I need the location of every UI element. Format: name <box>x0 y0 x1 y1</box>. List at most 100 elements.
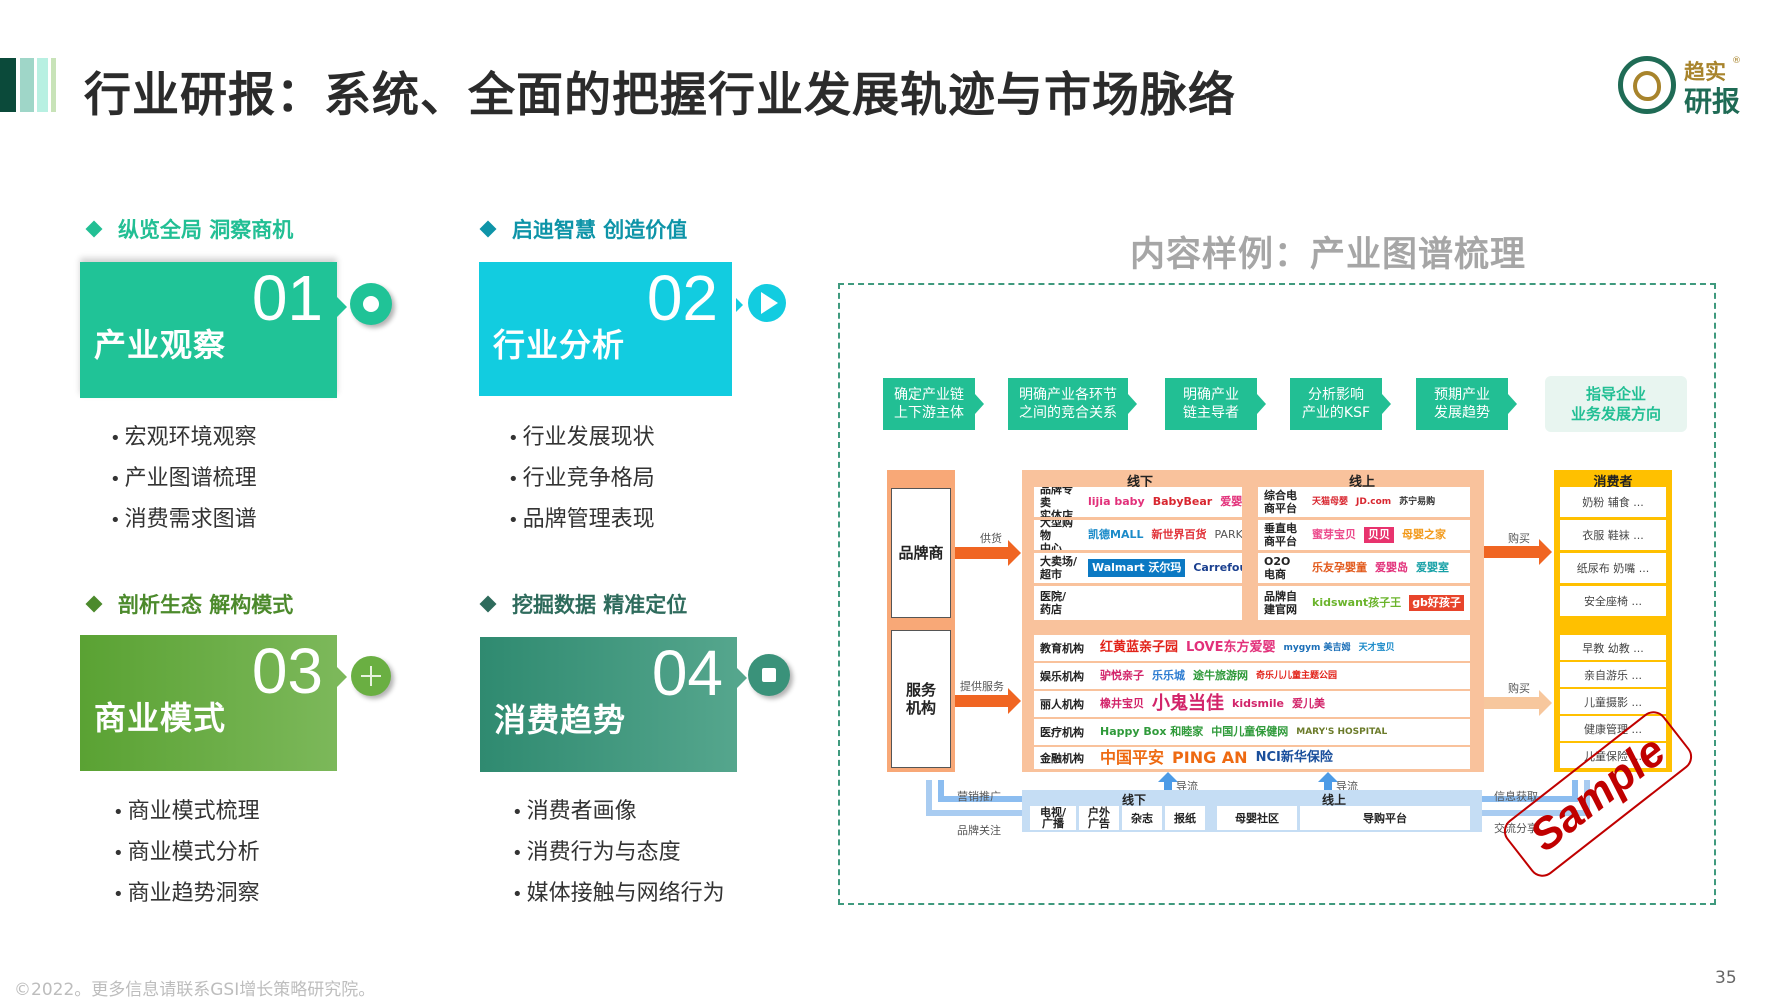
media-cell-text: 杂志 <box>1131 811 1153 825</box>
diamond-icon <box>85 595 103 613</box>
tile-number: 02 <box>646 262 718 334</box>
bullet-list-3: 商业模式梳理 商业模式分析 商业趋势洞察 <box>113 792 260 915</box>
pointer-triangle-icon <box>736 298 743 312</box>
logo-miyabaobei: 蜜芽宝贝 <box>1312 528 1356 541</box>
tile-business-model[interactable]: 03 商业模式 <box>80 635 337 771</box>
tile-consumer-trends[interactable]: 04 消费趋势 <box>480 637 737 772</box>
tile-label: 商业模式 <box>94 699 227 737</box>
bullet-list-4: 消费者画像 消费行为与态度 媒体接触与网络行为 <box>512 792 725 915</box>
process-step-5: 预期产业 发展趋势 <box>1416 378 1517 430</box>
logo-lijia-baby: lijia baby <box>1088 495 1145 508</box>
tile-industry-observation[interactable]: 01 产业观察 <box>80 262 337 398</box>
logo-lelecheng: 乐乐城 <box>1152 669 1185 682</box>
offline-row: 大型购物 中心 凯德MALL 新世界百货 PARKSON 百盛 <box>1034 520 1242 550</box>
logo-qile: 奇乐儿儿童主题公园 <box>1256 671 1338 681</box>
logo-kidswant: kidswant孩子王 <box>1312 596 1402 609</box>
service-label: 提供服务 <box>960 680 1004 693</box>
diamond-icon <box>479 220 497 238</box>
offline-header: 线下 <box>1127 475 1154 490</box>
service-provider-box: 服务 机构 <box>891 630 951 768</box>
service-row: 金融机构 中国平安 PING AN NCI新华保险 <box>1034 747 1470 769</box>
bullet-item: 消费者画像 <box>512 792 725 833</box>
channel-block: 线下 线上 品牌专卖 实体店 lijia baby BabyBear 爱婴岛 大… <box>1022 470 1484 772</box>
step-text: 预期产业 发展趋势 <box>1434 387 1490 421</box>
online-row: 品牌自 建官网 kidswant孩子王 gb好孩子 <box>1258 586 1470 620</box>
logo-goodbaby: gb好孩子 <box>1409 595 1464 611</box>
media-cell: 电视/ 广播 <box>1030 806 1076 830</box>
row-label: 医院/ 药店 <box>1040 590 1067 616</box>
row-label: 垂直电 商平台 <box>1264 522 1297 548</box>
logo-text-bottom: 研报 <box>1684 85 1741 118</box>
tile-number: 04 <box>651 637 723 709</box>
bullet-list-1: 宏观环境观察 产业图谱梳理 消费需求图谱 <box>110 418 257 541</box>
bullet-item: 行业发展现状 <box>508 418 655 459</box>
logo-walmart: Walmart 沃尔玛 <box>1088 559 1186 577</box>
page-number: 35 <box>1715 968 1737 988</box>
pointer-triangle-icon <box>737 668 747 688</box>
brand-attention-loop-arrow <box>938 780 1026 802</box>
info-loop-arrow <box>1482 780 1578 802</box>
purchase-label-services: 购买 <box>1508 682 1530 695</box>
service-row: 娱乐机构 驴悦亲子 乐乐城 途牛旅游网 奇乐儿儿童主题公园 <box>1034 663 1470 689</box>
tile-label: 行业分析 <box>493 326 626 364</box>
box-text: 品牌商 <box>898 544 944 562</box>
logo-tiancai-baobei: 天才宝贝 <box>1358 643 1395 653</box>
tile-industry-analysis[interactable]: 02 行业分析 <box>479 262 732 396</box>
logo-muyingzhijia: 母婴之家 <box>1402 528 1446 541</box>
media-cell-text: 导购平台 <box>1363 811 1407 825</box>
share-loop-arrow <box>1482 780 1590 816</box>
logo-rvb: 红黄蓝亲子园 <box>1100 640 1179 655</box>
bullet-item: 宏观环境观察 <box>110 418 257 459</box>
bullet-item: 行业竞争格局 <box>508 459 655 500</box>
guide-arrow-online <box>1318 772 1338 791</box>
logo-pingan-en: PING AN <box>1172 748 1248 767</box>
purchase-label-goods: 购买 <box>1508 532 1530 545</box>
row-label: 大型购物 中心 <box>1040 520 1073 550</box>
ring-icon[interactable] <box>350 283 392 325</box>
logo-registered-mark: ® <box>1732 56 1741 66</box>
consumer-header: 消费者 <box>1593 475 1633 490</box>
consumer-need: 健康管理 ... <box>1560 716 1666 741</box>
brand-attention-label: 品牌关注 <box>957 824 1001 837</box>
online-row: O2O 电商 乐友孕婴童 爱婴岛 爱婴室 <box>1258 553 1470 583</box>
logo-jd: JD.com <box>1356 497 1392 507</box>
page-title: 行业研报：系统、全面的把握行业发展轨迹与市场脉络 <box>84 68 1236 123</box>
logo-carrefour: Carrefour 家乐福 <box>1193 561 1242 574</box>
section-heading-3: 剖析生态 解构模式 <box>85 589 293 619</box>
logo-love-dongfang: LOVE东方爱婴 <box>1186 640 1276 655</box>
tile-number: 01 <box>251 262 323 334</box>
stop-icon[interactable] <box>748 654 790 696</box>
plus-icon[interactable] <box>351 656 391 696</box>
logo-babybear: BabyBear <box>1152 495 1213 508</box>
logo-capitamall: 凯德MALL <box>1088 528 1144 541</box>
consumer-need: 奶粉 辅食 ... <box>1560 487 1666 517</box>
bullet-item: 品牌管理表现 <box>508 500 655 541</box>
process-step-3: 明确产业 链主导者 <box>1165 378 1266 430</box>
logo-mygym: mygym 美吉姆 <box>1283 643 1351 653</box>
purchase-arrow-services <box>1484 690 1552 716</box>
step-text: 分析影响 产业的KSF <box>1301 387 1371 421</box>
play-icon[interactable] <box>748 284 786 322</box>
share-label: 交流分享 <box>1494 822 1538 835</box>
process-step-2: 明确产业各环节 之间的竞合关系 <box>1008 378 1137 430</box>
step-text: 明确产业各环节 之间的竞合关系 <box>1019 387 1117 421</box>
logo-xiaoguidangjia: 小鬼当佳 <box>1152 693 1224 714</box>
logo-aiyingshi: 爱婴室 <box>1416 561 1449 574</box>
supplier-column: 品牌商 服务 机构 <box>887 470 955 772</box>
online-header: 线上 <box>1349 475 1376 490</box>
logo-lvyue: 驴悦亲子 <box>1100 669 1144 682</box>
consumer-need: 早教 幼教 ... <box>1560 635 1666 660</box>
pointer-triangle-icon <box>337 297 347 317</box>
row-label: 品牌专卖 实体店 <box>1040 487 1073 517</box>
row-label: 医疗机构 <box>1040 725 1084 739</box>
supply-arrow <box>955 540 1021 566</box>
media-cell: 导购平台 <box>1300 806 1470 830</box>
logo-happybox: Happy Box 和睦家 <box>1100 725 1204 738</box>
logo-ertong-baojian: 中国儿童保健网 <box>1211 725 1289 738</box>
brand-logo: 趋实 ® 研报 <box>1618 54 1758 118</box>
section-heading-text: 挖掘数据 精准定位 <box>512 593 688 617</box>
bullet-list-2: 行业发展现状 行业竞争格局 品牌管理表现 <box>508 418 655 541</box>
offline-row: 大卖场/ 超市 Walmart 沃尔玛 Carrefour 家乐福 <box>1034 553 1242 583</box>
guide-label-offline: 导流 <box>1176 780 1198 793</box>
logo-leyou: 乐友孕婴童 <box>1312 561 1367 574</box>
